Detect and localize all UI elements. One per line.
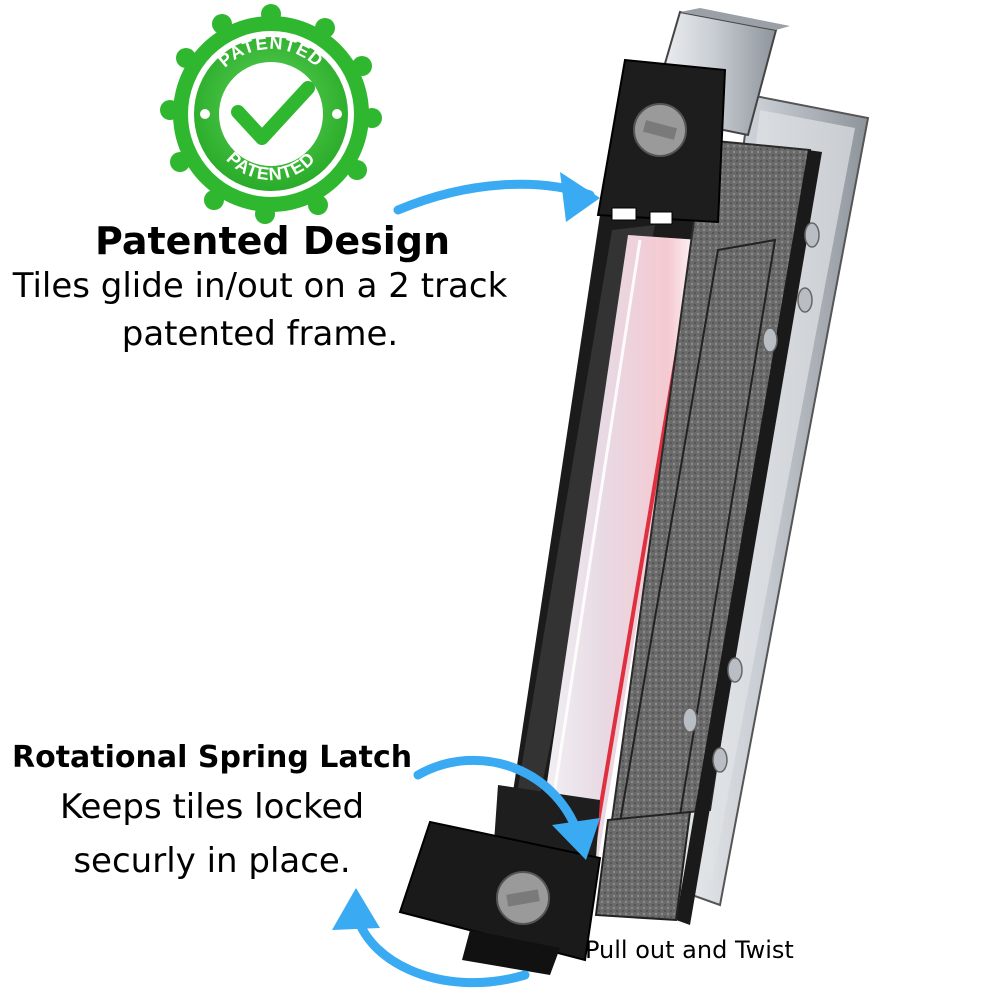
patented-seal: PATENTED PATENTED xyxy=(160,4,382,224)
checkmark-icon xyxy=(231,81,315,145)
latch-description: Keeps tiles locked securly in place. xyxy=(0,780,424,888)
frame-bolts xyxy=(682,222,820,773)
latch-line-1: Keeps tiles locked xyxy=(59,787,365,827)
arrow-twist-top xyxy=(413,755,600,860)
design-line-2: patented frame. xyxy=(121,314,399,354)
design-description: Tiles glide in/out on a 2 track patented… xyxy=(10,262,510,358)
tile-strips xyxy=(594,138,822,925)
latch-title: Rotational Spring Latch xyxy=(12,740,413,775)
pull-twist-caption: Pull out and Twist xyxy=(585,936,794,964)
design-line-1: Tiles glide in/out on a 2 track xyxy=(12,266,508,306)
arrow-twist-bottom xyxy=(332,888,530,988)
design-title: Patented Design xyxy=(95,219,451,263)
top-latch-block xyxy=(596,58,727,225)
latch-line-2: securly in place. xyxy=(73,841,351,881)
arrow-to-top-latch xyxy=(393,172,600,222)
